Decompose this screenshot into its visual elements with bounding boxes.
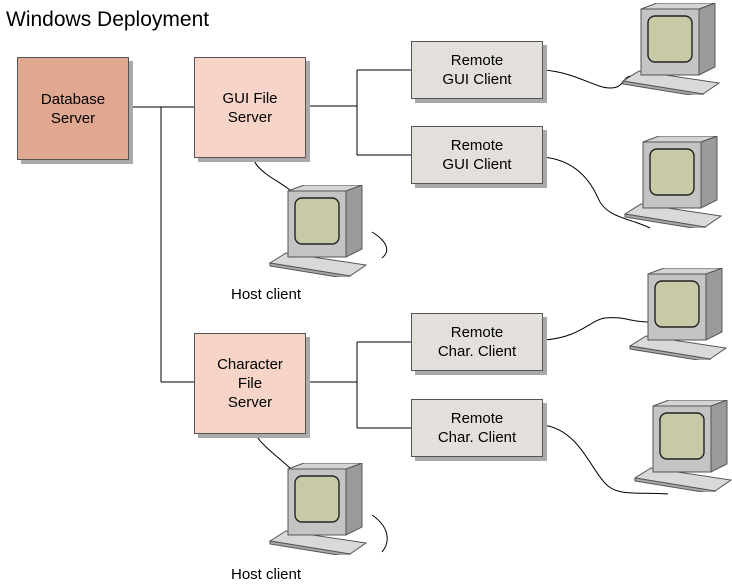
remote-char-client-label-2: Remote Char. Client: [437, 410, 517, 446]
gui-file-server-label: GUI File Server: [222, 89, 278, 126]
cable-gui-client-1: [542, 69, 639, 89]
remote-gui-client-node-1: Remote GUI Client: [411, 41, 543, 99]
cable-char-client-1: [542, 317, 649, 341]
computer-icon: [624, 136, 722, 228]
computer-icon: [269, 463, 367, 555]
computer-icon: [629, 268, 727, 360]
computer-icon: [622, 3, 720, 95]
remote-gui-client-node-2: Remote GUI Client: [411, 126, 543, 184]
database-server-label: Database Server: [40, 90, 106, 127]
char-host-client-label: Host client: [231, 566, 302, 583]
cable-gui-host-tail: [371, 231, 388, 259]
computer-icon: [269, 185, 367, 277]
char-file-server-node: Character File Server: [194, 333, 306, 434]
connector-lines: [130, 69, 669, 553]
remote-char-client-node-1: Remote Char. Client: [411, 313, 543, 371]
cable-char-host-tail: [371, 514, 388, 553]
cable-gui-client-2: [542, 156, 651, 229]
computer-icon: [634, 400, 732, 492]
remote-gui-client-label-1: Remote GUI Client: [442, 52, 512, 88]
remote-gui-client-label-2: Remote GUI Client: [442, 137, 512, 173]
cable-char-client-2: [542, 424, 669, 495]
remote-char-client-label-1: Remote Char. Client: [437, 324, 517, 360]
database-server-node: Database Server: [17, 57, 129, 160]
char-file-server-label: Character File Server: [217, 356, 283, 411]
remote-char-client-node-2: Remote Char. Client: [411, 399, 543, 457]
gui-file-server-node: GUI File Server: [194, 57, 306, 158]
page-title: Windows Deployment: [6, 8, 210, 31]
gui-host-client-label: Host client: [231, 286, 302, 303]
